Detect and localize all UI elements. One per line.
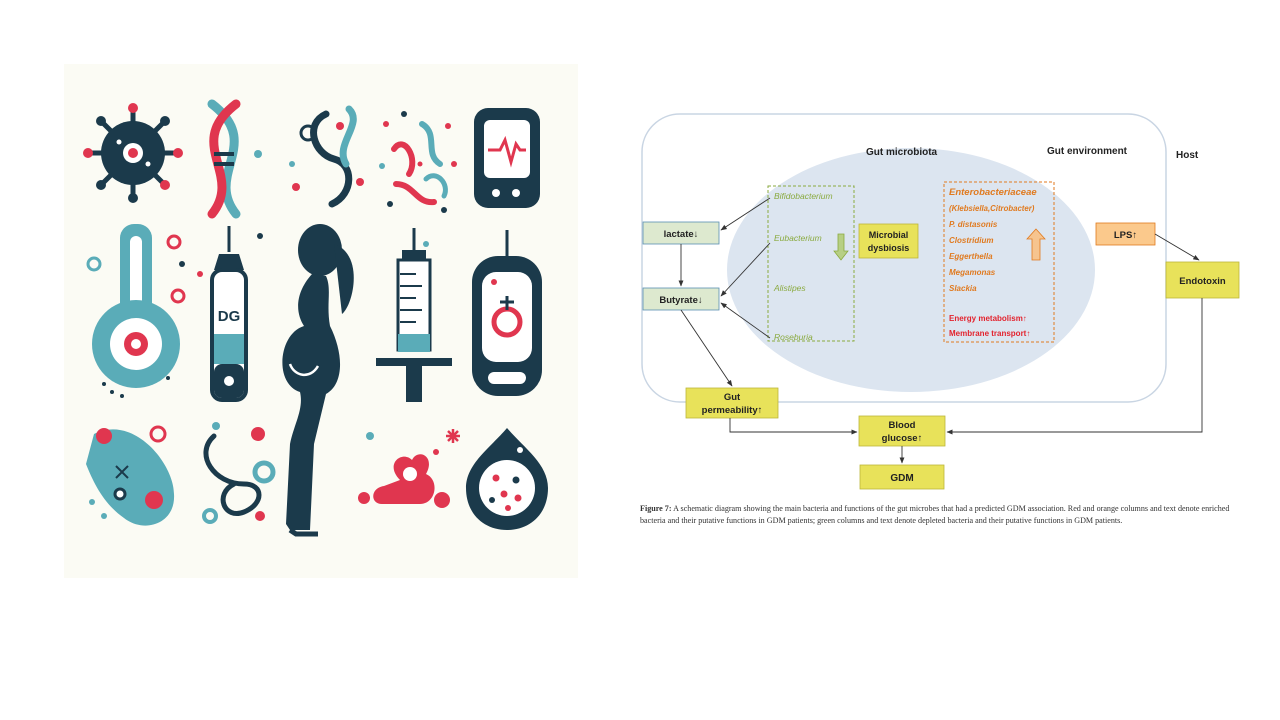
increase-arrow-icon xyxy=(1026,228,1046,261)
lactate-label: lactate↓ xyxy=(664,229,699,240)
enriched-item: Megamonas xyxy=(949,268,996,277)
label-gut-environment: Gut environment xyxy=(1047,146,1128,157)
gut-microbiota-gdm-diagram: Gut microbiota Gut environment Host Bifi… xyxy=(641,113,1240,490)
depleted-bacteria-column xyxy=(767,185,855,342)
depleted-item: Bifidobacterium xyxy=(774,191,833,201)
enriched-item: P. distasonis xyxy=(949,220,998,229)
fertility-device-icon xyxy=(472,230,542,396)
glucose-meter-icon xyxy=(86,224,186,398)
arrow-bifido-to-lactate xyxy=(720,197,771,231)
dysbiosis-line: Microbial xyxy=(869,230,909,240)
decrease-arrow-icon xyxy=(833,233,849,261)
dysbiosis-line: dysbiosis xyxy=(868,243,910,253)
blood-glucose-line: Blood xyxy=(889,420,916,431)
mother-baby-icon xyxy=(358,429,460,508)
label-host: Host xyxy=(1176,150,1199,161)
gut-permeability-node xyxy=(685,387,779,419)
ampule-label: DG xyxy=(218,308,241,325)
caption-text: A schematic diagram showing the main bac… xyxy=(640,504,1230,525)
depleted-item: Alistipes xyxy=(773,283,806,293)
arrow-permeability-to-glucose xyxy=(729,418,858,435)
heart-monitor-icon xyxy=(474,108,540,208)
arrow-butyrate-to-permeability xyxy=(680,309,733,387)
enriched-item: Slackia xyxy=(949,284,977,293)
figure-caption: Figure 7: A schematic diagram showing th… xyxy=(640,503,1248,526)
enriched-bacteria-column xyxy=(943,181,1055,343)
bacteria-strands-icon xyxy=(289,105,364,208)
gut-microbiota-ellipse xyxy=(727,148,1095,392)
enriched-function: Membrane transport↑ xyxy=(949,329,1030,338)
blood-glucose-line: glucose↑ xyxy=(882,433,923,444)
enriched-subgenera: (Klebsiella,Citrobacter) xyxy=(949,204,1035,213)
virus-icon xyxy=(83,103,183,203)
dna-icon xyxy=(207,99,262,219)
endotoxin-label: Endotoxin xyxy=(1179,276,1226,287)
syringe-icon xyxy=(376,228,452,402)
gut-permeability-line: permeability↑ xyxy=(702,405,763,416)
endotoxin-node xyxy=(1165,261,1240,299)
gut-permeability-line: Gut xyxy=(724,392,741,403)
blood-drop-icon xyxy=(466,428,548,530)
label-gut-microbiota: Gut microbiota xyxy=(866,147,938,158)
arrow-lps-to-endotoxin xyxy=(1154,233,1200,261)
arrow-roseburia-to-butyrate xyxy=(720,302,771,339)
pregnant-woman-silhouette xyxy=(282,224,354,537)
blood-glucose-node xyxy=(858,415,946,447)
enriched-item: Eggerthella xyxy=(949,252,993,261)
depleted-item: Eubacterium xyxy=(774,233,822,243)
microbe-cell-icon xyxy=(86,425,175,526)
caption-label: Figure 7: xyxy=(640,504,672,513)
pregnancy-microbiome-illustration: DG xyxy=(64,64,578,578)
microbes-scatter-icon xyxy=(379,111,457,213)
enriched-family: Enterobacteriaceae xyxy=(949,187,1037,198)
enriched-function: Energy metabolism↑ xyxy=(949,314,1027,323)
insulin-ampule-icon: DG xyxy=(197,226,263,402)
depleted-item: Roseburia xyxy=(774,332,813,342)
arrow-eubacterium-to-butyrate xyxy=(720,242,771,297)
microbial-dysbiosis-box xyxy=(858,223,919,259)
gdm-node xyxy=(859,464,945,490)
gdm-label: GDM xyxy=(890,473,913,484)
butyrate-label: Butyrate↓ xyxy=(659,295,702,306)
lps-label: LPS↑ xyxy=(1114,230,1137,241)
enriched-item: Clostridium xyxy=(949,236,993,245)
arrow-endotoxin-to-glucose xyxy=(946,298,1203,435)
stethoscope-icon xyxy=(202,422,276,524)
